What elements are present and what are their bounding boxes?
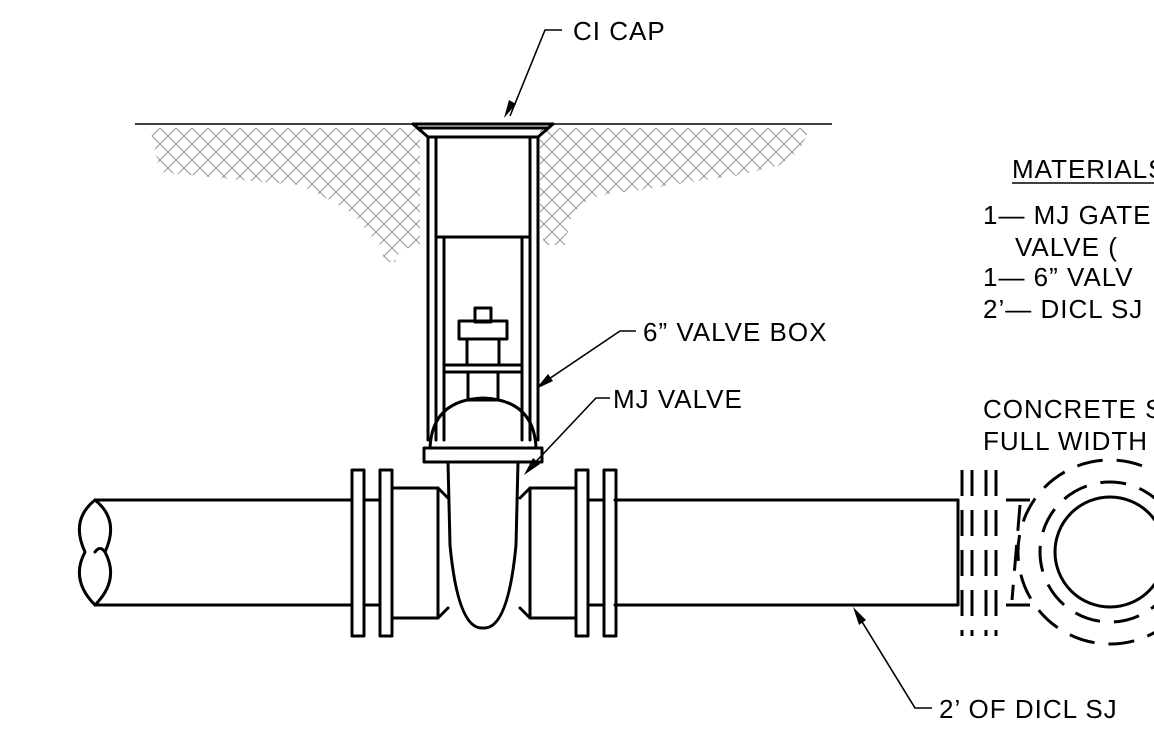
leader-lines [504, 29, 932, 709]
pipe-flanges [350, 468, 618, 638]
mj-valve-label: MJ VALVE [613, 384, 743, 414]
materials-item-2: 1— 6” VALV [983, 262, 1134, 292]
valve-box [411, 122, 555, 442]
concrete-label-line2: FULL WIDTH [983, 426, 1148, 456]
dashed-fittings [960, 458, 1154, 646]
mj-valve-body [422, 396, 544, 630]
materials-item-3: 2’— DICL SJ [983, 294, 1143, 324]
cap-label: CI CAP [573, 16, 666, 46]
valve-box-label: 6” VALVE BOX [643, 317, 827, 347]
pipe-label: 2’ OF DICL SJ [939, 694, 1118, 724]
materials-item-1: 1— MJ GATE [983, 200, 1151, 230]
materials-title: MATERIALS [1012, 154, 1154, 184]
concrete-label-line1: CONCRETE S [983, 394, 1154, 424]
valve-operating-nut [443, 306, 523, 402]
ground-soil [135, 123, 832, 262]
pipe [77, 498, 960, 607]
materials-item-1-cont: VALVE ( [1015, 232, 1118, 262]
